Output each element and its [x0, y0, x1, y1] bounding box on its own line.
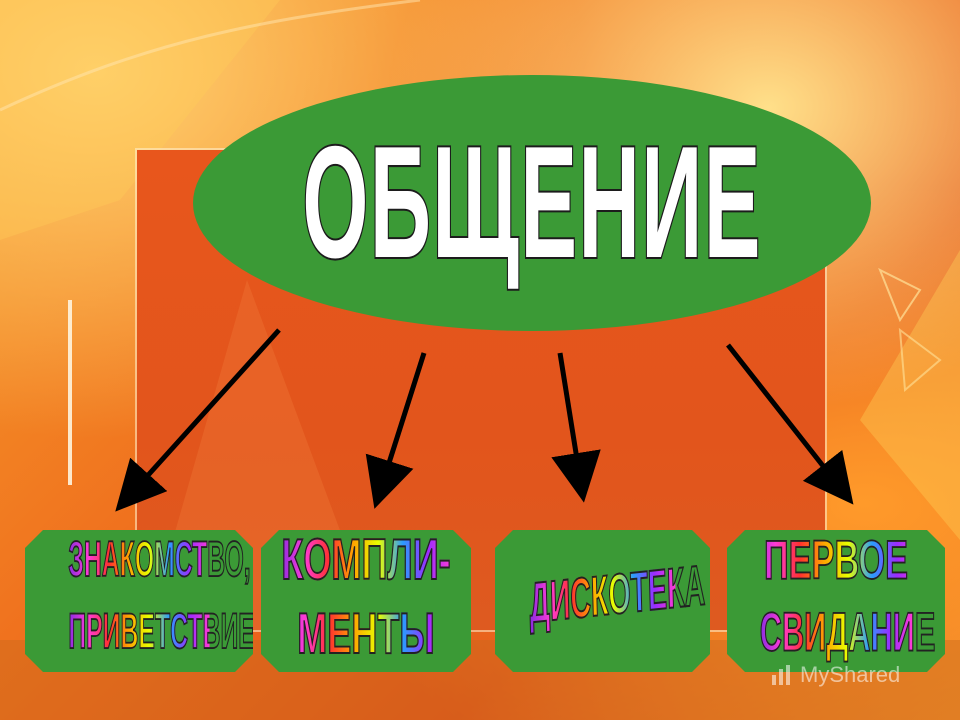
box-disco-line1: ДИСКОТЕКА [528, 552, 706, 635]
title-ellipse: ОБЩЕНИЕ [193, 75, 871, 331]
box-compliments: КОМПЛИ- МЕНТЫ [261, 530, 471, 672]
box-disco-label: ДИСКОТЕКА [495, 530, 710, 672]
arrow-to-box-1 [115, 328, 281, 512]
box-first-date-line2: СВИДАНИЕ [759, 601, 936, 663]
box-compliments-line2: МЕНТЫ [280, 603, 452, 668]
box-first-date-label: ПЕРВОЕ СВИДАНИЕ [727, 530, 945, 672]
arrow-to-box-4 [726, 343, 854, 505]
box-disco: ДИСКОТЕКА [495, 530, 710, 672]
box-first-date: ПЕРВОЕ СВИДАНИЕ [727, 530, 945, 672]
watermark: MyShared [770, 662, 900, 688]
box-acquaintance-line1: ЗНАКОМСТВО, [68, 532, 251, 588]
watermark-text: MyShared [800, 662, 901, 687]
box-compliments-line1: КОМПЛИ- [281, 528, 451, 593]
box-compliments-label: КОМПЛИ- МЕНТЫ [261, 530, 471, 672]
box-acquaintance-label: ЗНАКОМСТВО, ПРИВЕТСТВИЕ [25, 530, 253, 672]
diagram-title: ОБЩЕНИЕ [301, 112, 762, 294]
box-acquaintance-line2: ПРИВЕТСТВИЕ [68, 604, 255, 660]
chart-logo-icon [772, 665, 790, 685]
box-acquaintance: ЗНАКОМСТВО, ПРИВЕТСТВИЕ [25, 530, 253, 672]
arrow-to-box-3 [551, 352, 601, 503]
box-first-date-line1: ПЕРВОЕ [751, 530, 921, 593]
arrow-to-box-2 [365, 352, 427, 509]
